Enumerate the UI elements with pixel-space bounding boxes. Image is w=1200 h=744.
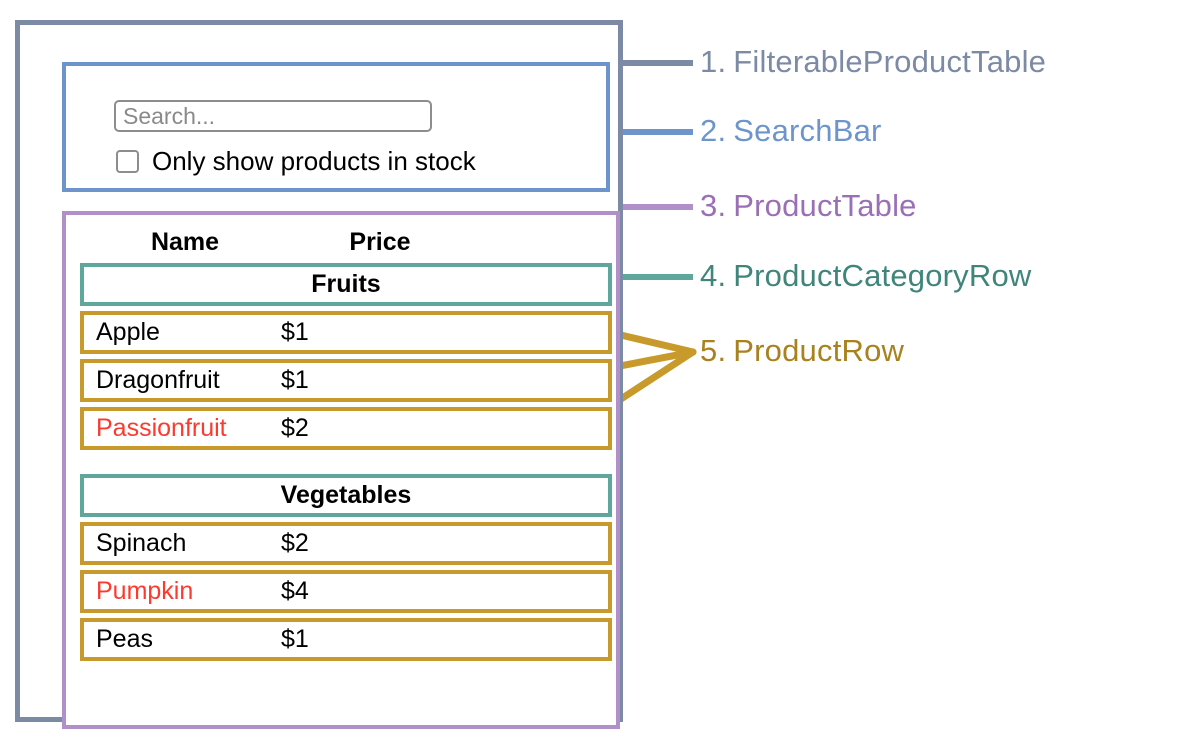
product-row[interactable]: Dragonfruit $1 bbox=[80, 359, 612, 402]
checkbox-icon[interactable] bbox=[116, 149, 139, 173]
legend-number: 1. bbox=[700, 44, 727, 79]
product-category-row: Fruits bbox=[80, 263, 612, 306]
product-row[interactable]: Pumpkin $4 bbox=[80, 570, 612, 613]
product-row-name: Pumpkin bbox=[96, 577, 194, 605]
legend-number: 5. bbox=[700, 333, 727, 368]
legend-item-product-category-row: 4.ProductCategoryRow bbox=[700, 258, 1032, 294]
legend-number: 3. bbox=[700, 188, 727, 223]
product-row[interactable]: Peas $1 bbox=[80, 618, 612, 661]
legend-label: SearchBar bbox=[733, 113, 882, 148]
product-row-name: Dragonfruit bbox=[96, 366, 220, 394]
legend-label: ProductRow bbox=[733, 333, 905, 368]
legend-label: ProductTable bbox=[733, 188, 917, 223]
legend-label: ProductCategoryRow bbox=[733, 258, 1032, 293]
legend-item-filterable-product-table: 1.FilterableProductTable bbox=[700, 44, 1046, 80]
product-row-price: $2 bbox=[281, 529, 309, 557]
in-stock-filter[interactable]: Only show products in stock bbox=[116, 148, 476, 174]
product-row-price: $1 bbox=[281, 318, 309, 346]
product-row-name: Apple bbox=[96, 318, 160, 346]
legend-item-product-table: 3.ProductTable bbox=[700, 188, 917, 224]
product-category-row-label: Vegetables bbox=[280, 481, 412, 509]
legend-item-product-row: 5.ProductRow bbox=[700, 333, 904, 369]
product-row-name: Passionfruit bbox=[96, 414, 227, 442]
product-category-row-label: Fruits bbox=[311, 270, 381, 298]
legend-number: 4. bbox=[700, 258, 727, 293]
product-category-row: Vegetables bbox=[80, 474, 612, 517]
in-stock-filter-label: Only show products in stock bbox=[152, 146, 476, 176]
filterable-product-table: Only show products in stock Name Price F… bbox=[15, 20, 623, 729]
product-row-price: $4 bbox=[281, 577, 309, 605]
column-header-name: Name bbox=[150, 227, 220, 256]
product-table-inner: Name Price Fruits Apple $1 Dragonfruit $… bbox=[80, 221, 612, 666]
group-spacer bbox=[80, 455, 612, 474]
product-row[interactable]: Passionfruit $2 bbox=[80, 407, 612, 450]
product-table: Name Price Fruits Apple $1 Dragonfruit $… bbox=[62, 211, 620, 729]
product-row[interactable]: Spinach $2 bbox=[80, 522, 612, 565]
product-row[interactable]: Apple $1 bbox=[80, 311, 612, 354]
legend-number: 2. bbox=[700, 113, 727, 148]
search-input[interactable] bbox=[114, 100, 432, 132]
legend-item-search-bar: 2.SearchBar bbox=[700, 113, 882, 149]
column-header-price: Price bbox=[349, 227, 411, 256]
search-bar: Only show products in stock bbox=[62, 62, 610, 192]
product-row-price: $2 bbox=[281, 414, 309, 442]
legend-label: FilterableProductTable bbox=[733, 44, 1047, 79]
table-header-row: Name Price bbox=[80, 221, 612, 263]
product-row-price: $1 bbox=[281, 366, 309, 394]
product-row-price: $1 bbox=[281, 625, 309, 653]
product-row-name: Peas bbox=[96, 625, 153, 653]
product-row-name: Spinach bbox=[96, 529, 187, 557]
